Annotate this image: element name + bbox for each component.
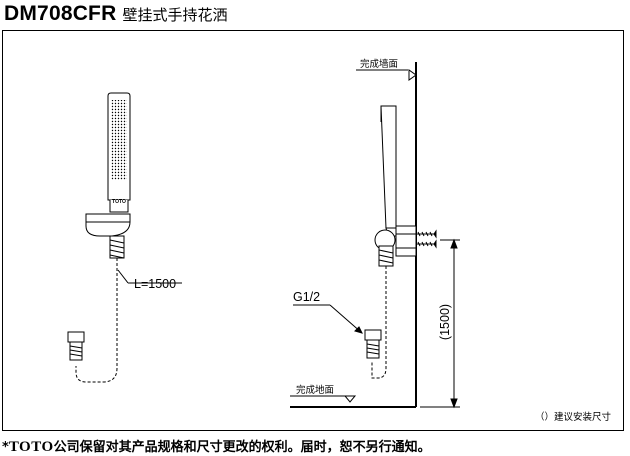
side-view bbox=[290, 62, 460, 409]
hose-length-label: L=1500 bbox=[134, 277, 176, 291]
floor-marker-triangle bbox=[343, 395, 357, 403]
drawing-frame bbox=[2, 30, 624, 431]
wall-screw-lower bbox=[416, 239, 437, 249]
inlet-nut-front bbox=[67, 331, 85, 343]
hose-front bbox=[75, 258, 118, 383]
thread-size-label: G1/2 bbox=[293, 290, 320, 304]
handle-front bbox=[109, 200, 129, 213]
footer-notice-text: 公司保留对其产品规格和尺寸更改的权利。届时，恕不另行通知。 bbox=[53, 440, 431, 455]
drawing-title: DM708CFR 壁挂式手持花洒 bbox=[4, 2, 227, 28]
handset-side bbox=[380, 105, 397, 229]
height-dimension-value: (1500) bbox=[438, 304, 452, 340]
footer-brand: TOTO bbox=[8, 439, 54, 455]
spray-nozzles bbox=[111, 100, 127, 180]
finished-floor-label: 完成地面 bbox=[296, 384, 334, 396]
footer-asterisk: * bbox=[2, 440, 9, 455]
wall-marker-triangle bbox=[408, 69, 417, 81]
inlet-nut-side bbox=[364, 329, 382, 341]
footer-notice: *TOTO公司保留对其产品规格和尺寸更改的权利。届时，恕不另行通知。 bbox=[2, 436, 431, 456]
hose-length-leader bbox=[117, 269, 129, 284]
handset-brand-mark: TOTO bbox=[112, 199, 126, 205]
hose-side bbox=[371, 266, 387, 379]
front-view bbox=[67, 92, 182, 383]
legend-note: （）建议安装尺寸 bbox=[535, 411, 612, 423]
finished-wall-label: 完成墙面 bbox=[360, 58, 398, 70]
wall-screw-upper bbox=[416, 229, 437, 239]
wall-holder-front bbox=[85, 213, 131, 237]
model-number: DM708CFR bbox=[4, 2, 117, 25]
holder-plate-side bbox=[395, 225, 417, 257]
product-name: 壁挂式手持花洒 bbox=[122, 6, 228, 24]
